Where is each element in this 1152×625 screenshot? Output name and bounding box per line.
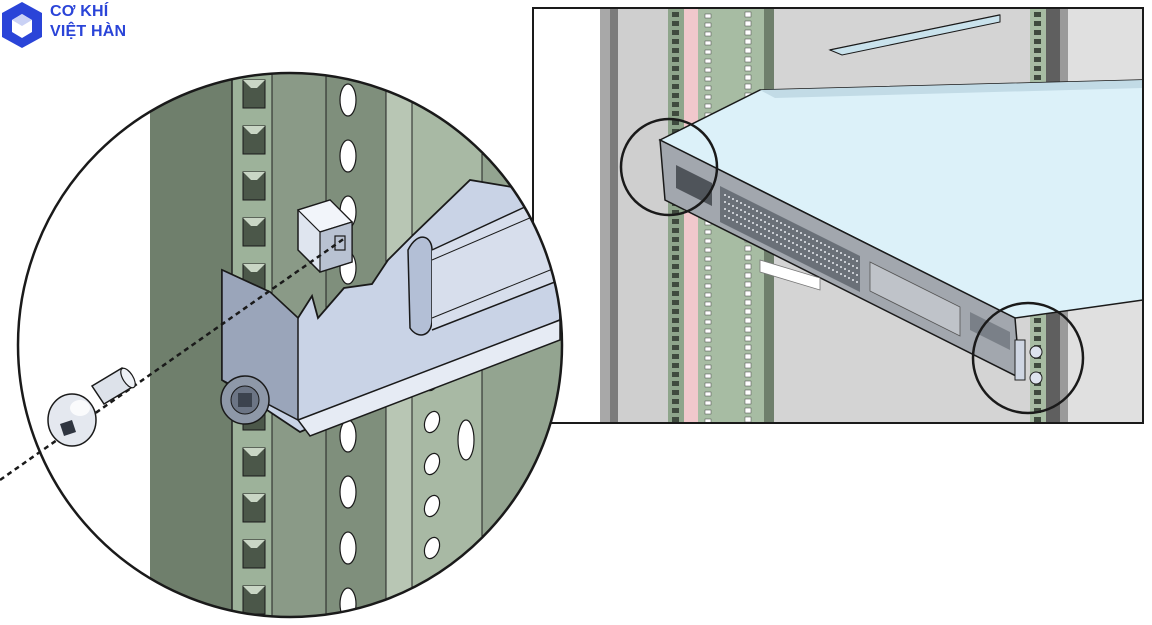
cube-logo-icon	[2, 2, 42, 48]
rack-overview-inset	[533, 8, 1143, 423]
rack-oval-hole	[339, 139, 357, 173]
brand-logo: CƠ KHÍ VIỆT HÀN	[0, 0, 200, 56]
brand-line-2: VIỆT HÀN	[50, 23, 127, 40]
rack-oval-hole	[339, 419, 357, 453]
rack-oval-hole	[339, 475, 357, 509]
brand-line-1: CƠ KHÍ	[50, 3, 109, 20]
rack-oval-hole	[339, 83, 357, 117]
detail-circle-left	[619, 117, 719, 217]
rack-oval-hole	[339, 587, 357, 617]
cage-nut	[296, 199, 354, 273]
detail-magnified-view	[16, 71, 564, 619]
installed-screw	[220, 375, 270, 425]
detail-circle-right	[971, 301, 1085, 415]
detail-circle-outline	[16, 71, 564, 619]
loose-screw	[47, 366, 136, 447]
alignment-dotted-line	[0, 236, 346, 482]
rack-oval-hole	[339, 531, 357, 565]
inset-frame	[532, 7, 1144, 424]
